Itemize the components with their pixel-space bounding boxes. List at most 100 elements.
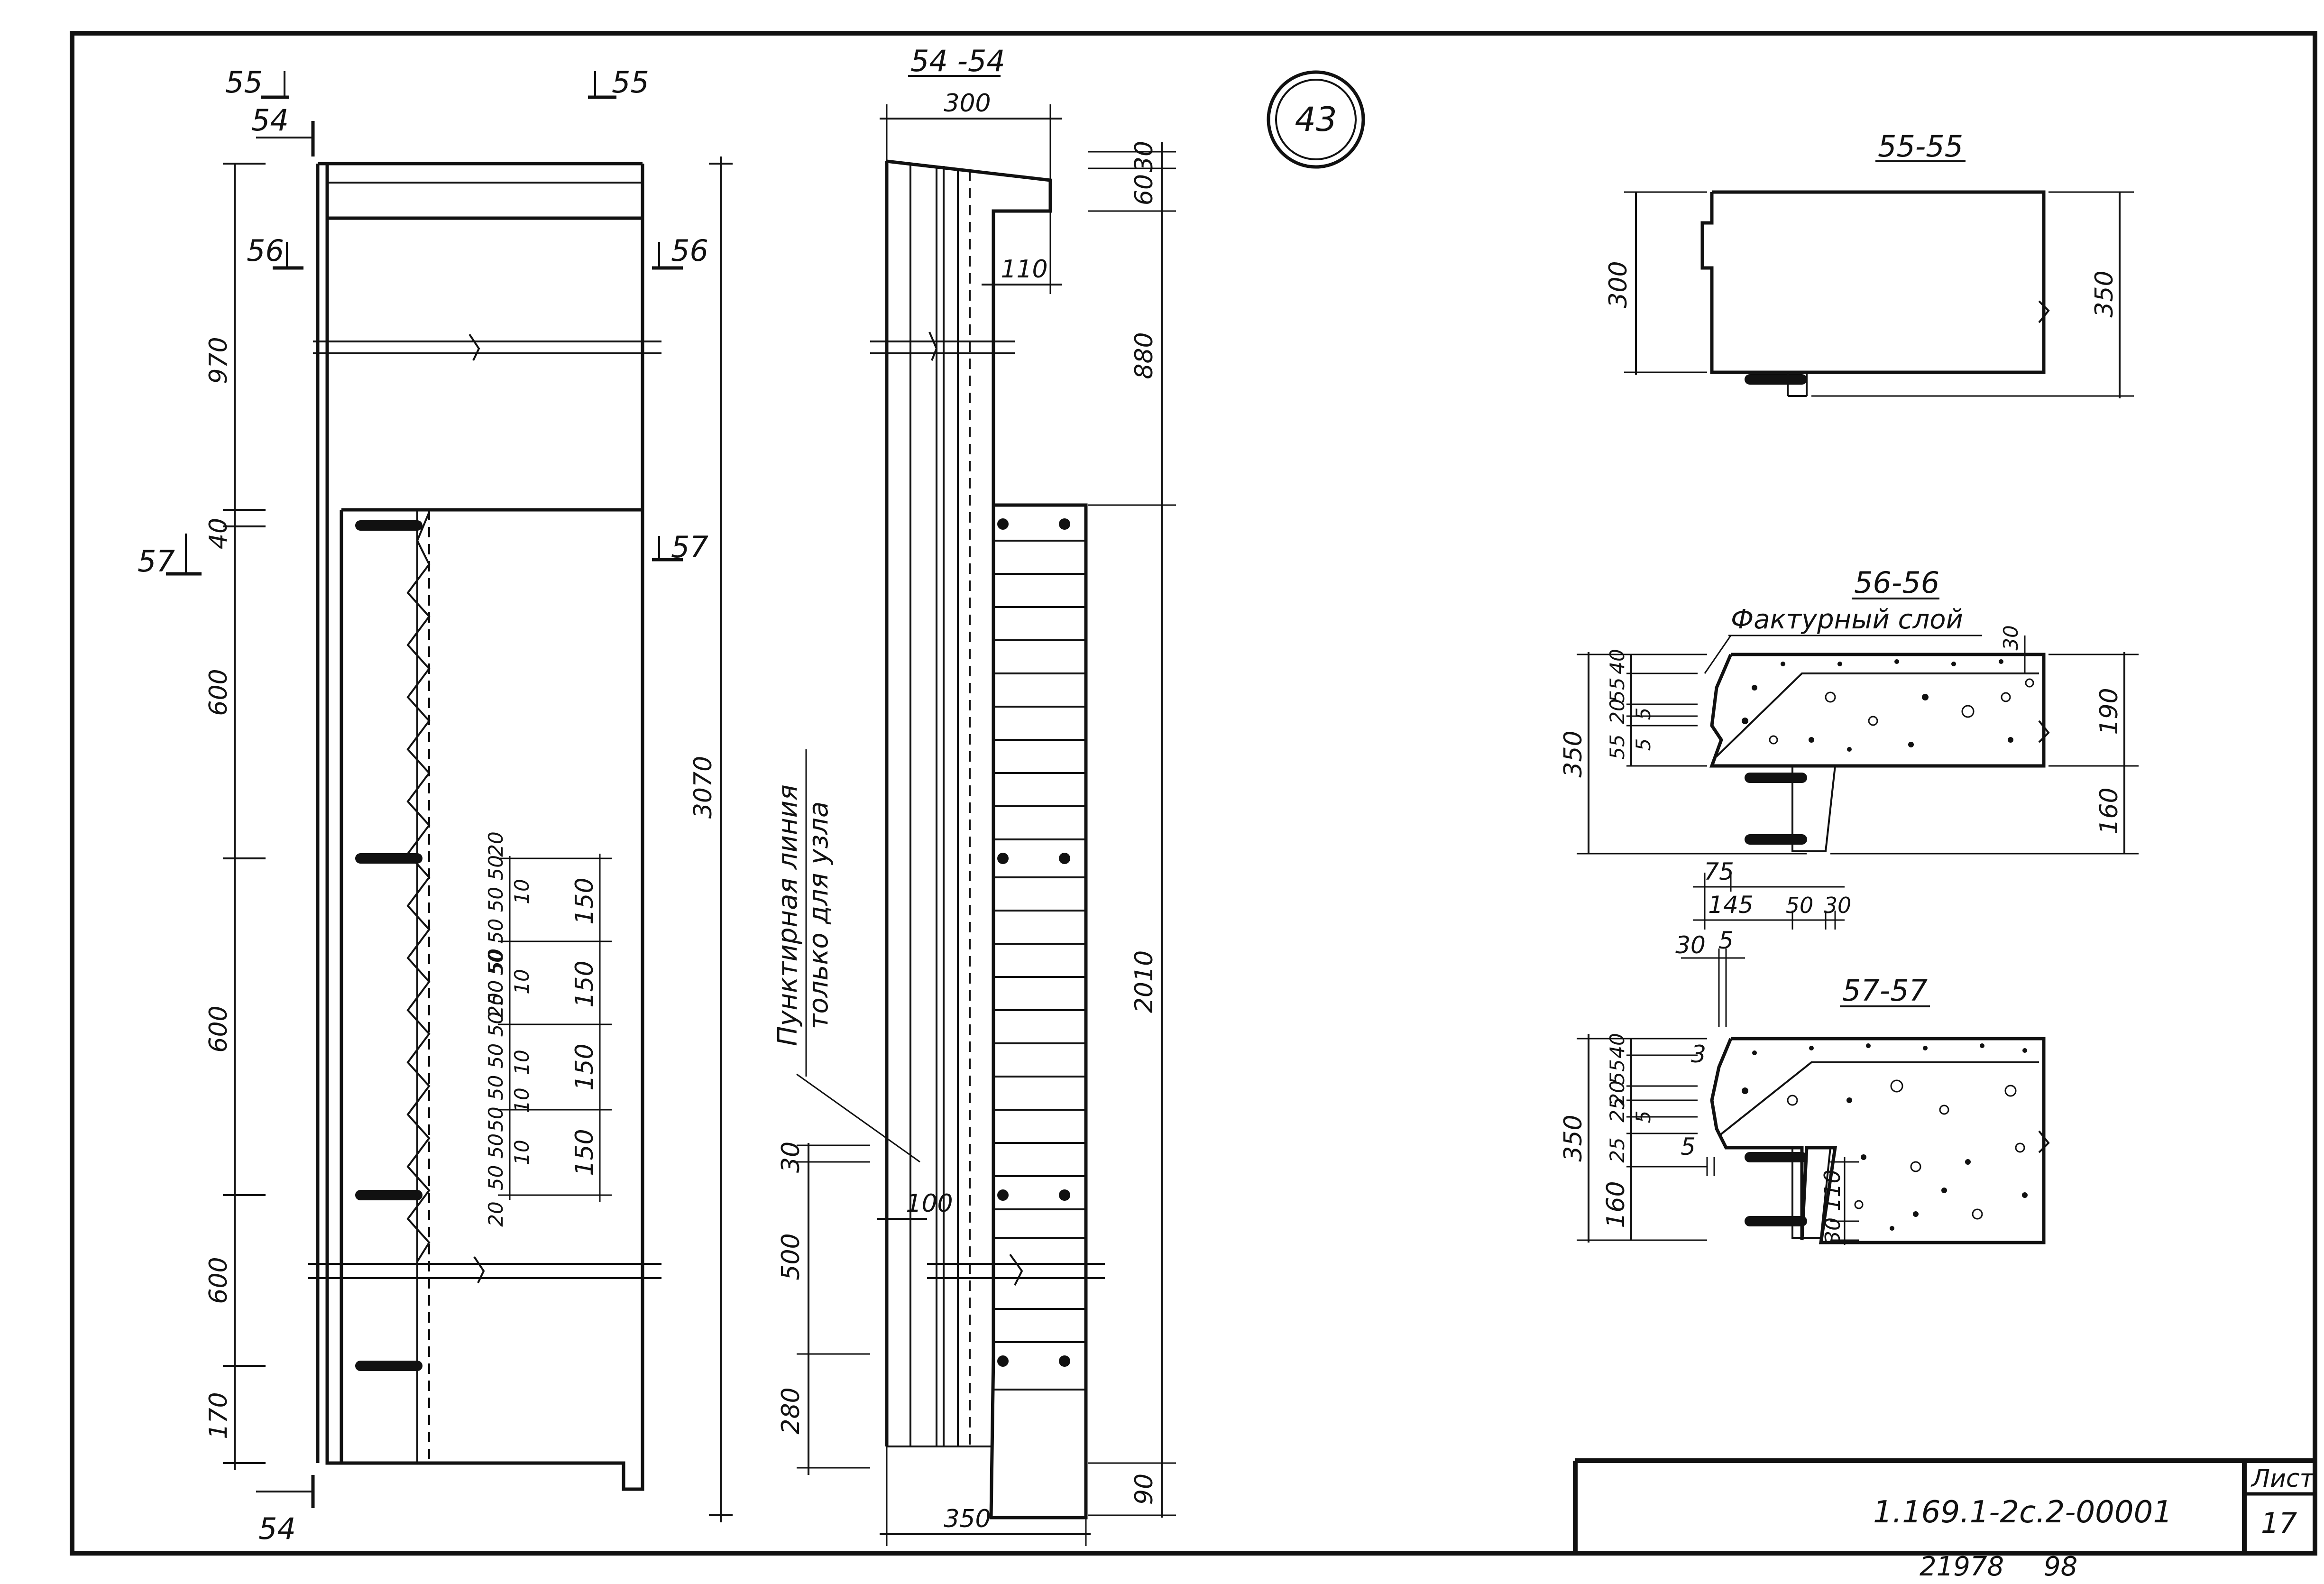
sheet-frame: [70, 31, 2317, 1556]
s57-dim-30: 30: [1675, 931, 1706, 959]
section-56-aggregate: [1742, 659, 2034, 752]
sheet-label: Лист: [2251, 1464, 2315, 1493]
s56-dim-5b: 5: [1632, 738, 1655, 751]
tooth-150-a: 150: [570, 877, 599, 924]
s56-dim-30b: 30: [1824, 893, 1852, 918]
section-54-outline: [870, 159, 1105, 1520]
tooth-10-d: 10: [510, 1087, 533, 1113]
s56-dim-5a: 5: [1632, 708, 1655, 720]
dim-970: 970: [204, 337, 233, 384]
section-56-title: 56-56: [1854, 565, 1939, 600]
dim-600-middle: 600: [204, 1005, 233, 1052]
section-55-outline: [1700, 190, 2050, 397]
mark-55-right: 55: [612, 65, 649, 100]
dim-40: 40: [204, 518, 233, 549]
s57-dim-55: 55: [1606, 1059, 1629, 1084]
s56-dim-350: 350: [1559, 730, 1588, 777]
s56-dim-20: 20: [1606, 699, 1629, 724]
panel-elevation-outline: [308, 162, 661, 1491]
s57-dim-110: 110: [1819, 1170, 1845, 1211]
s56-dim-160: 160: [2095, 787, 2123, 834]
tooth-20-b: 20: [484, 993, 507, 1018]
s57-dim-30b: 30: [1821, 1217, 1845, 1244]
mark-56-left: 56: [247, 233, 284, 268]
sheet-number: 17: [2261, 1507, 2297, 1540]
inventory-number: 21978: [1920, 1551, 2004, 1582]
mark-56-right: 56: [671, 233, 708, 268]
s57-dim-350: 350: [1559, 1114, 1588, 1161]
s54-dim-280: 280: [777, 1387, 805, 1434]
node-number: 43: [1295, 100, 1337, 139]
section-56-outline: [1709, 653, 2050, 852]
s56-facing-layer-label: Фактурный слой: [1731, 604, 1963, 635]
tooth-50-row3: 50 50 50 50: [484, 1012, 507, 1132]
tooth-10-a: 10: [510, 879, 533, 904]
tooth-150-d: 150: [570, 1129, 599, 1176]
section-57-dimensions: [1577, 1034, 1859, 1245]
s56-dim-55a: 55: [1606, 677, 1629, 702]
tooth-20-a: 20: [484, 831, 507, 856]
s55-dim-350: 350: [2090, 270, 2119, 317]
mark-54-bottom: 54: [258, 1511, 296, 1546]
tooth-10-b: 10: [510, 969, 533, 994]
s56-dim-145: 145: [1708, 891, 1753, 919]
s57-dim-25b: 25: [1606, 1137, 1629, 1162]
tooth-150-b: 150: [570, 960, 599, 1007]
s54-note-line1: Пунктирная линия: [772, 784, 803, 1046]
s56-dim-190: 190: [2095, 688, 2123, 735]
s54-dim-30: 30: [777, 1142, 805, 1173]
mark-54-top: 54: [251, 103, 289, 138]
section-55-dimensions: [1624, 191, 2134, 398]
left-dimension-chain: [223, 157, 733, 1522]
s57-dim-20: 20: [1606, 1080, 1629, 1105]
s54-dim-110: 110: [1001, 255, 1047, 284]
dim-600-upper: 600: [204, 669, 233, 716]
section-54-title: 54 -54: [910, 44, 1005, 78]
s57-dim-25a: 25: [1606, 1097, 1629, 1122]
tooth-50-row1: 50 50 50 50: [484, 855, 507, 976]
s57-dim-3: 3: [1691, 1041, 1706, 1068]
section-54-facade-ribs: [993, 518, 1086, 1391]
section-54-dimensions: [796, 104, 1176, 1546]
s54-right-90: 90: [1130, 1473, 1158, 1505]
mark-55-left: 55: [225, 65, 263, 100]
node-circle: [1267, 70, 1365, 169]
s54-dim-350: 350: [944, 1505, 991, 1533]
s56-dim-75: 75: [1704, 858, 1734, 885]
s54-note-line2: только для узла: [803, 801, 834, 1030]
s56-dim-30: 30: [1999, 625, 2022, 650]
s54-right-880: 880: [1130, 332, 1158, 379]
s57-dim-160: 160: [1602, 1181, 1630, 1228]
s56-dim-50: 50: [1786, 893, 1814, 918]
dim-170: 170: [204, 1392, 233, 1439]
dim-600-lower: 600: [204, 1257, 233, 1304]
s54-dim-500: 500: [777, 1233, 805, 1280]
inventory-suffix: 98: [2044, 1551, 2077, 1582]
tooth-50-row4: 50 50: [484, 1133, 507, 1190]
s56-dim-55b: 55: [1606, 734, 1629, 759]
dim-3070: 3070: [689, 756, 717, 819]
tooth-10-c: 10: [510, 1050, 533, 1075]
tooth-10-e: 10: [510, 1140, 533, 1165]
s57-dim-5b: 5: [1632, 1111, 1655, 1124]
section-marks: [166, 71, 683, 1508]
s54-right-30: 30: [1130, 141, 1158, 172]
drawing-designation: 1.169.1-2с.2-00001: [1873, 1495, 2172, 1530]
s54-dim-100: 100: [906, 1189, 953, 1218]
mark-57-right: 57: [671, 530, 708, 564]
section-57-title: 57-57: [1842, 973, 1928, 1008]
section-57-aggregate: [1742, 1043, 2028, 1231]
section-56-dimensions: [1577, 635, 2139, 930]
s54-dim-300: 300: [944, 89, 991, 118]
section-57-top-dims: [1681, 949, 1745, 1027]
section-57-outline: [1710, 1037, 2050, 1244]
s54-right-60: 60: [1130, 174, 1158, 205]
tooth-20-c: 20: [484, 1201, 507, 1226]
tooth-150-c: 150: [570, 1043, 599, 1090]
s57-dim-40: 40: [1606, 1033, 1629, 1058]
s54-right-2010: 2010: [1130, 950, 1158, 1013]
s57-dim-5c: 5: [1681, 1133, 1696, 1160]
s56-dim-40: 40: [1606, 649, 1629, 674]
s55-dim-300: 300: [1604, 261, 1633, 308]
